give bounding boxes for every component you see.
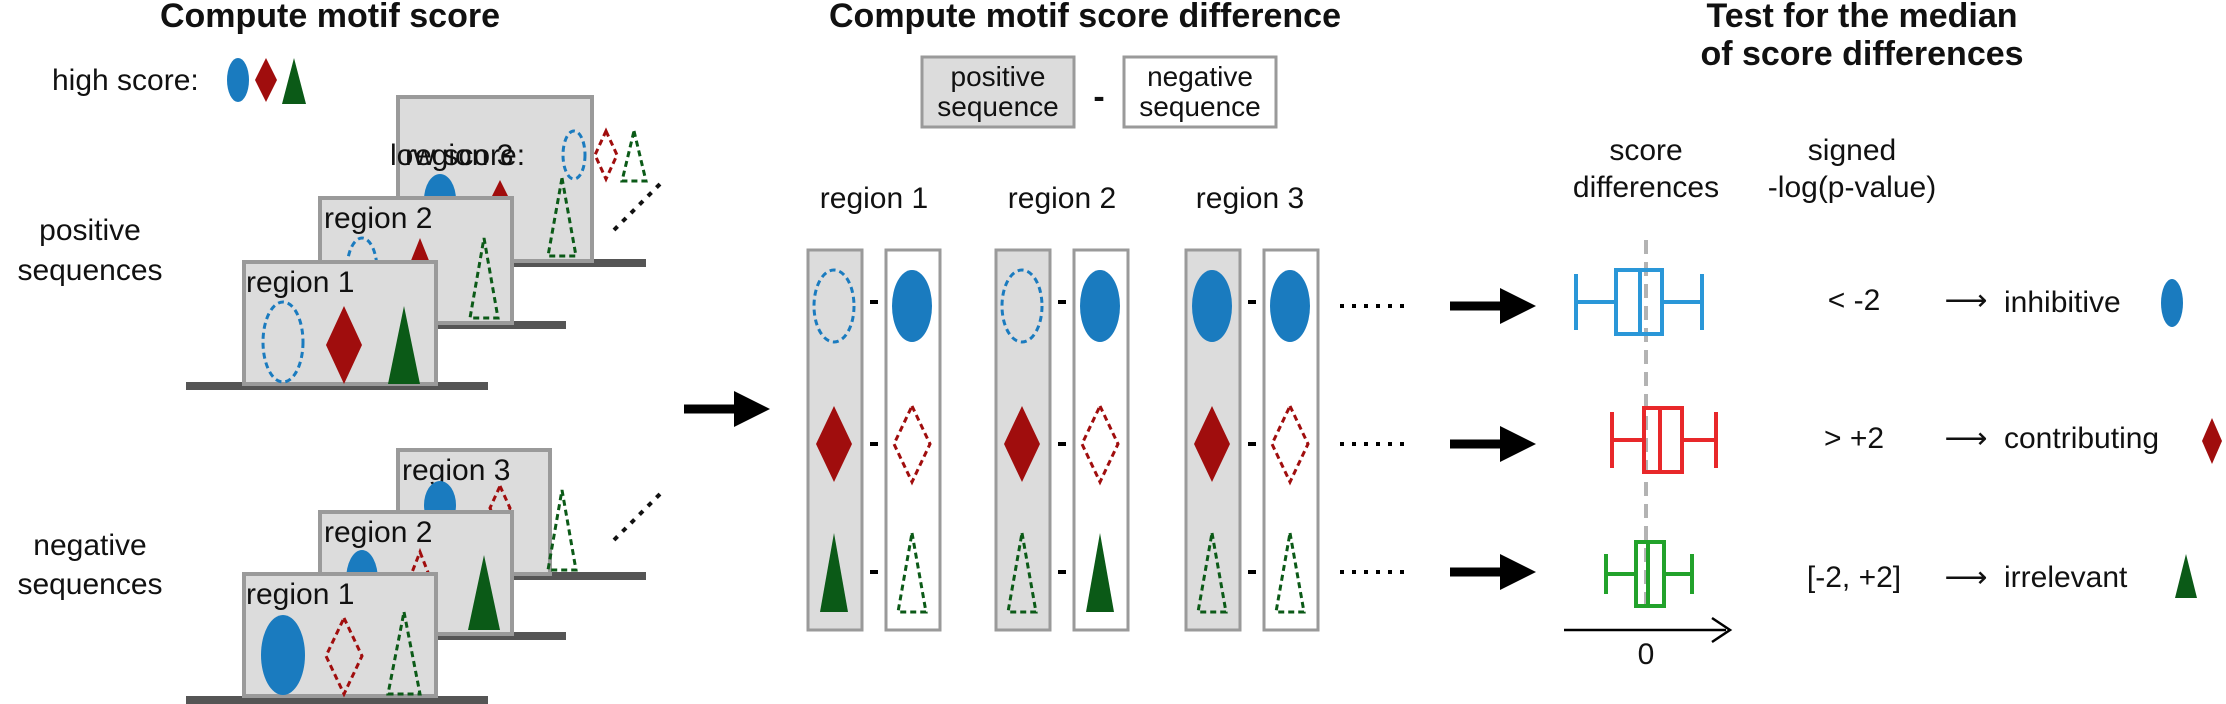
result-row-irrelevant: [-2, +2] ⟶ irrelevant: [1807, 554, 2197, 598]
region-label: region 3: [402, 454, 510, 487]
negative-box-line1: negative: [1147, 61, 1253, 92]
red-diamond-icon: [255, 58, 277, 102]
blue-ellipse-icon: [2161, 279, 2183, 327]
green-triangle-dashed-icon: [1196, 532, 1228, 614]
positive-label-line1: positive: [39, 214, 141, 247]
outcome-label: irrelevant: [2004, 561, 2128, 594]
positive-box-line1: positive: [951, 61, 1046, 92]
left-title: Compute motif score: [160, 0, 500, 35]
blue-ellipse-icon: [1192, 270, 1232, 342]
high-score-legend: high score:: [52, 58, 306, 104]
region-3-comparison: [1184, 248, 1320, 632]
arrow-icon: ⟶: [1944, 284, 1987, 317]
middle-title: Compute motif score difference: [829, 0, 1341, 35]
outcome-label: inhibitive: [2004, 286, 2121, 319]
positive-label-line2: sequences: [17, 254, 162, 287]
green-triangle-icon: [2175, 554, 2197, 598]
region-1-comparison: [806, 248, 942, 632]
green-triangle-dashed-icon: [1006, 532, 1038, 614]
green-triangle-dashed-icon: [620, 130, 648, 183]
pvalue-header-line1: signed: [1808, 134, 1896, 167]
score-differences-header-line2: differences: [1573, 171, 1719, 204]
green-triangle-dashed-icon: [896, 532, 928, 614]
positive-box-line2: sequence: [937, 91, 1058, 122]
blue-ellipse-icon: [1270, 270, 1310, 342]
green-triangle-dashed-icon: [546, 489, 578, 572]
region-label: region 1: [246, 266, 354, 299]
right-title-line2: of score differences: [1700, 35, 2023, 73]
score-differences-header-line1: score: [1609, 134, 1682, 167]
boxplot-irrelevant: [1604, 540, 1694, 608]
green-triangle-dashed-icon: [1274, 532, 1306, 614]
red-diamond-dashed-icon: [593, 127, 619, 183]
pvalue-header-line2: -log(p-value): [1768, 171, 1936, 204]
boxplot-contributing: [1610, 406, 1718, 474]
result-row-inhibitive: < -2 ⟶ inhibitive: [1828, 279, 2183, 327]
ellipsis-line: [612, 488, 666, 542]
region-label: region 1: [246, 578, 354, 611]
red-diamond-icon: [1004, 406, 1040, 482]
axis-zero-label: 0: [1638, 638, 1655, 671]
right-title-line1: Test for the median: [1706, 0, 2017, 35]
region-label: region 3: [405, 139, 513, 172]
threshold-label: > +2: [1824, 422, 1884, 455]
low-score-label: low score:: [390, 139, 525, 172]
ellipsis-line: [612, 178, 666, 232]
green-triangle-dashed-icon: [546, 177, 578, 258]
threshold-label: [-2, +2]: [1807, 561, 1901, 594]
negative-label-line2: sequences: [17, 568, 162, 601]
region-label: region 2: [324, 516, 432, 549]
red-diamond-dashed-icon: [892, 402, 932, 486]
blue-ellipse-dashed-icon: [561, 129, 587, 181]
negative-box-line2: sequence: [1139, 91, 1260, 122]
red-diamond-dashed-icon: [324, 614, 364, 698]
red-diamond-icon: [326, 306, 362, 384]
blue-ellipse-icon: [892, 270, 932, 342]
positive-sequences-stack: positive sequences region 3 low score: r…: [17, 95, 666, 390]
green-triangle-icon: [820, 533, 848, 612]
red-diamond-dashed-icon: [488, 482, 512, 534]
blue-ellipse-dashed-icon: [812, 268, 856, 344]
threshold-label: < -2: [1828, 284, 1881, 317]
green-triangle-icon: [1086, 533, 1114, 612]
negative-sequences-stack: negative sequences region 3 region 2 reg…: [17, 448, 666, 704]
blue-ellipse-icon: [227, 58, 249, 102]
green-triangle-dashed-icon: [468, 237, 500, 320]
blue-ellipse-icon: [1080, 270, 1120, 342]
region-label: region 1: [820, 182, 928, 215]
green-triangle-dashed-icon: [386, 611, 422, 696]
arrow-icon: ⟶: [1944, 422, 1987, 455]
axis-arrow-icon: [1711, 616, 1733, 644]
negative-sequence-box: [1122, 55, 1278, 129]
red-diamond-dashed-icon: [1080, 402, 1120, 486]
red-diamond-icon: [1194, 406, 1230, 482]
blue-ellipse-dashed-icon: [1000, 268, 1044, 344]
red-diamond-icon: [816, 406, 852, 482]
region-label: region 3: [1196, 182, 1304, 215]
high-score-label: high score:: [52, 64, 199, 97]
green-triangle-icon: [468, 555, 500, 630]
negative-label-line1: negative: [33, 529, 146, 562]
region-2-comparison: [994, 248, 1130, 632]
blue-ellipse-icon: [261, 615, 305, 695]
blue-ellipse-dashed-icon: [261, 300, 305, 384]
result-row-contributing: > +2 ⟶ contributing: [1824, 418, 2222, 464]
arrow-icon: ⟶: [1944, 561, 1987, 594]
region-label: region 2: [324, 202, 432, 235]
region-label: region 2: [1008, 182, 1116, 215]
minus-sign: -: [1093, 78, 1104, 116]
positive-sequence-box: [920, 55, 1076, 129]
boxplot-inhibitive: [1574, 268, 1704, 336]
green-triangle-icon: [282, 58, 306, 104]
green-triangle-icon: [388, 306, 420, 384]
difference-legend: positive sequence - negative sequence: [920, 55, 1278, 129]
red-diamond-icon: [2202, 418, 2222, 464]
red-diamond-dashed-icon: [1270, 402, 1310, 486]
outcome-label: contributing: [2004, 422, 2159, 455]
